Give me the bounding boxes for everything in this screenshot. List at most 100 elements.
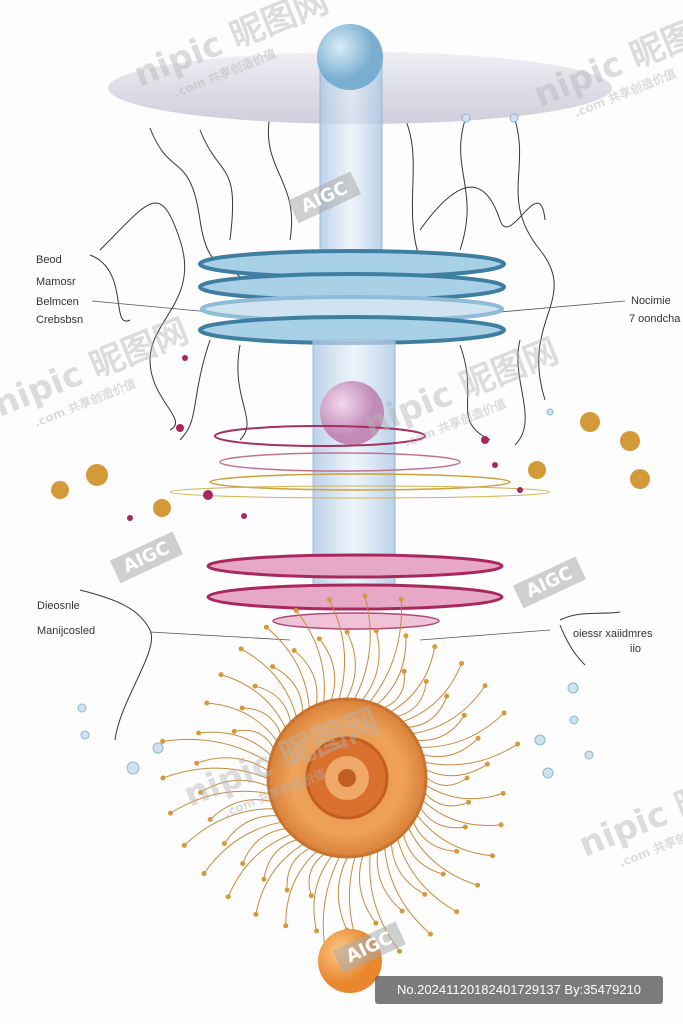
fiber-tip (270, 664, 276, 670)
projection-fiber (417, 715, 465, 741)
fiber-tip (464, 775, 470, 781)
fiber-tip (221, 841, 227, 847)
fiber-tip (252, 683, 258, 689)
projection-fiber (240, 648, 297, 717)
fiber-tip (475, 882, 481, 888)
fiber-tip (398, 596, 404, 602)
projection-fiber (346, 631, 356, 699)
blue-sphere (317, 24, 383, 90)
fiber-tip (501, 710, 507, 716)
projection-fiber (397, 839, 457, 913)
fiber-tip (432, 644, 438, 650)
projection-fiber (426, 763, 488, 777)
projection-fiber (391, 646, 436, 712)
label-left-1: Beod (36, 254, 62, 266)
label-left-bottom-2: Manijcosled (37, 625, 96, 637)
projection-fiber (408, 695, 448, 728)
fiber-tip (399, 908, 405, 914)
fiber-tip (444, 693, 450, 699)
projection-fiber (397, 681, 427, 717)
fiber-tip (490, 853, 496, 859)
particle (153, 499, 171, 517)
fiber-tip (484, 761, 490, 767)
fiber-tip (194, 760, 200, 766)
projection-fiber (384, 848, 431, 935)
fiber-tip (181, 842, 187, 848)
fiber-tip (160, 738, 166, 744)
projection-fiber (308, 854, 325, 896)
fiber-tip (239, 705, 245, 711)
particle (528, 461, 546, 479)
pink-sphere (320, 381, 384, 445)
fiber-tip (401, 668, 407, 674)
projection-fiber (293, 650, 318, 705)
projection-fiber (254, 685, 291, 722)
projection-fiber (220, 674, 286, 728)
projection-fiber (403, 663, 463, 722)
projection-fiber (420, 808, 466, 829)
particle (203, 490, 213, 500)
projection-fiber (266, 626, 310, 708)
fiber-tip (316, 636, 322, 642)
projection-fiber (408, 828, 478, 886)
projection-fiber (170, 790, 269, 814)
fiber-tip (293, 608, 299, 614)
fiber-tip (283, 923, 289, 929)
fiber-tip (204, 700, 210, 706)
projection-fiber (203, 821, 281, 874)
projection-fiber (425, 743, 518, 766)
fiber-tip (362, 593, 368, 599)
particle (630, 469, 650, 489)
label-right-bottom-2: iio (630, 643, 642, 655)
projection-fiber (362, 630, 380, 700)
fiber-tip (440, 871, 446, 877)
projection-fiber (420, 712, 505, 748)
fiber-tip (500, 790, 506, 796)
fiber-tip (461, 712, 467, 718)
fiber-tip (462, 824, 468, 830)
projection-fiber (413, 822, 457, 852)
projection-fiber (376, 851, 403, 912)
projection-fiber (285, 851, 317, 926)
projection-fiber (403, 834, 444, 875)
label-right-2: 7 oondcha (629, 313, 681, 325)
fiber-tip (397, 948, 403, 954)
label-right-1: Nocimie (631, 295, 671, 307)
fiber-tip (284, 887, 290, 893)
particle (182, 355, 188, 361)
projection-fiber (198, 731, 271, 756)
projection-fiber (206, 702, 277, 741)
fiber-tip (291, 648, 297, 654)
particle (580, 412, 600, 432)
particle (176, 424, 184, 432)
fiber-tip (454, 909, 460, 915)
projection-fiber (263, 839, 297, 880)
fiber-tip (422, 891, 428, 897)
fiber-tip (196, 730, 202, 736)
projection-fiber (196, 757, 268, 771)
particle (620, 431, 640, 451)
fiber-tip (261, 876, 267, 882)
fiber-tip (198, 789, 204, 795)
projection-fiber (426, 785, 504, 800)
signal-rings (169, 425, 551, 499)
gold-particles (51, 355, 650, 521)
projection-fiber (354, 595, 371, 699)
projection-fiber (313, 856, 332, 932)
fiber-tip (240, 861, 246, 867)
magenta-discs (206, 553, 504, 630)
label-left-2: Mamosr (36, 276, 76, 288)
particle (86, 464, 108, 486)
fiber-tip (482, 683, 488, 689)
projection-fiber (377, 635, 407, 705)
projection-fiber (162, 767, 268, 779)
label-left-bottom-1: Dieosnle (37, 600, 80, 612)
fiber-tip (344, 629, 350, 635)
fiber-tip (231, 728, 237, 734)
fiber-tip (403, 633, 409, 639)
fiber-tip (423, 678, 429, 684)
particle (517, 487, 523, 493)
fiber-tip (308, 893, 314, 899)
particle (492, 462, 498, 468)
